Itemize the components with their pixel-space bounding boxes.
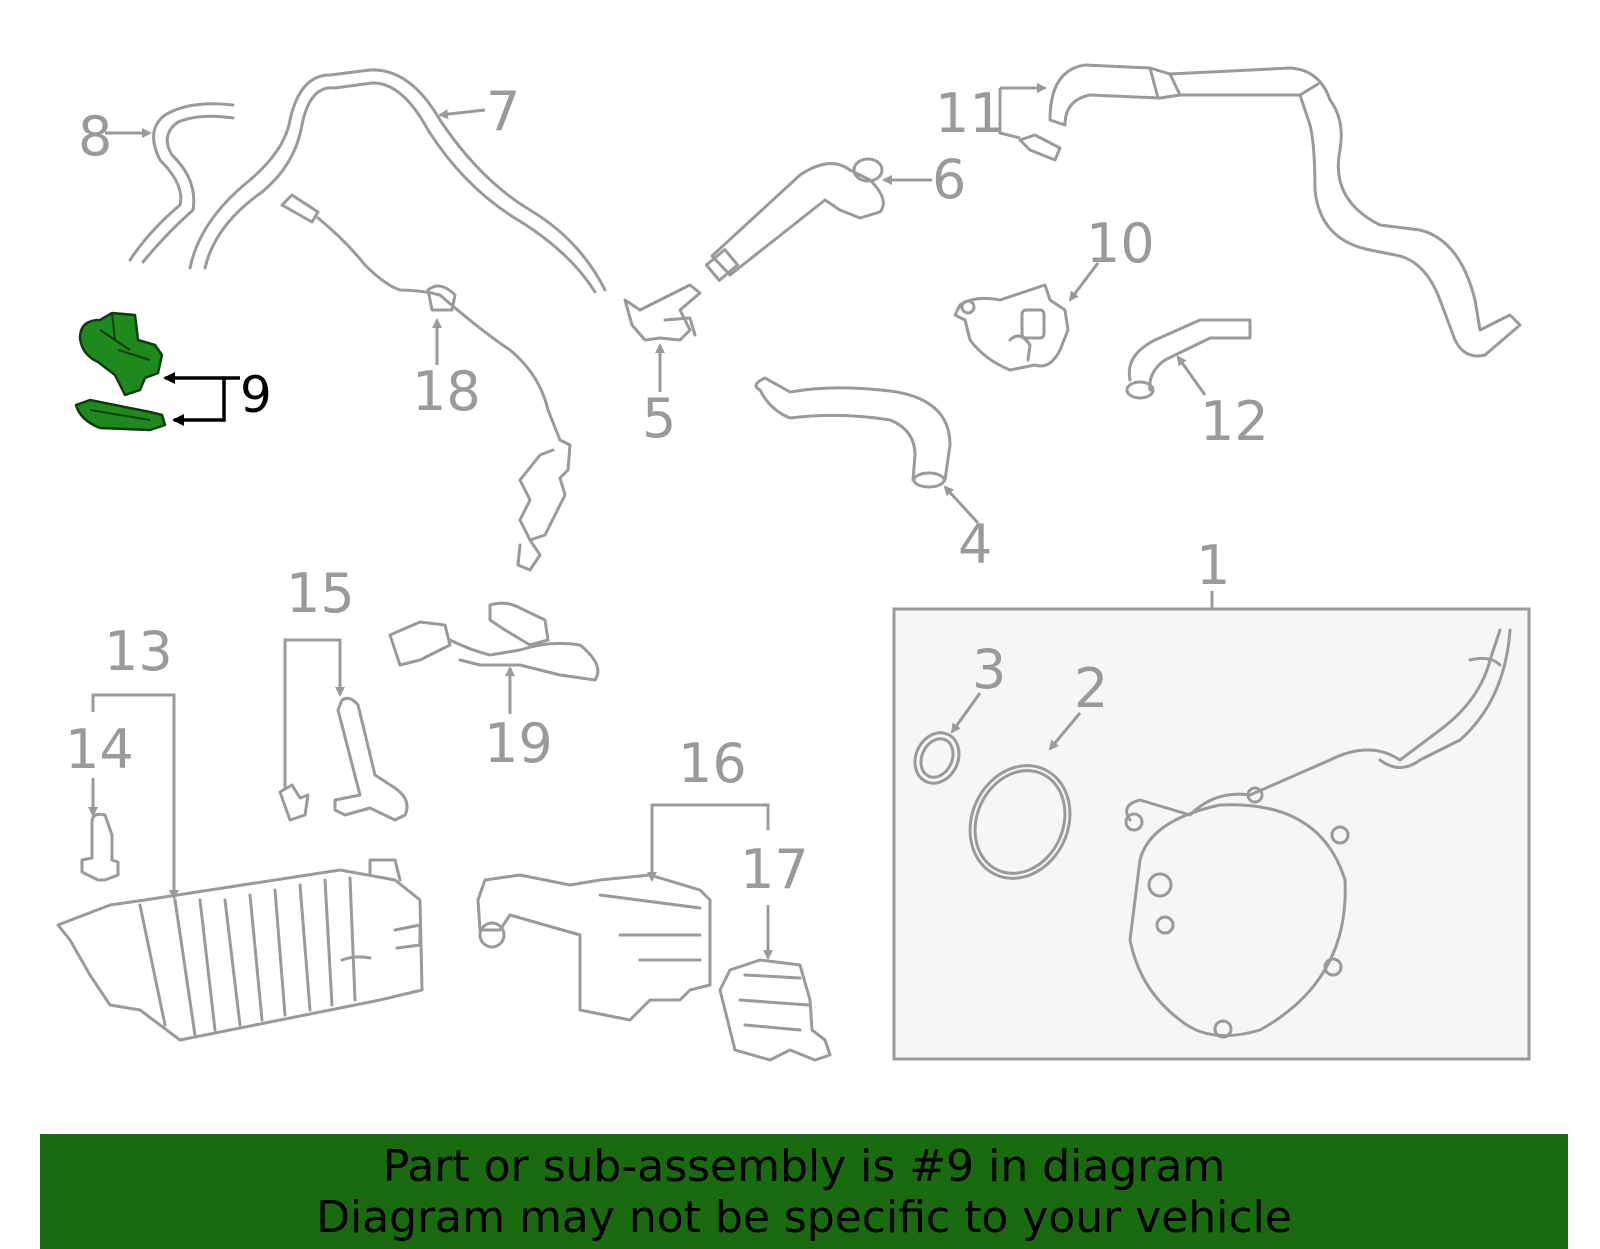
part-8-hose [105, 102, 235, 264]
callout-4: 4 [958, 513, 992, 576]
callout-19: 19 [484, 712, 553, 775]
part-18-sensor-harness [280, 193, 572, 572]
part-2-gasket [968, 764, 1072, 880]
part-5-valve [623, 283, 702, 392]
callout-5: 5 [642, 387, 676, 450]
callout-6: 6 [932, 148, 966, 211]
part-15-hose-clamp [278, 638, 409, 822]
part-1-vacuum-pump-panel [892, 591, 1531, 1061]
part-19-sensor [388, 601, 600, 714]
callout-16: 16 [678, 732, 747, 795]
info-banner: Part or sub-assembly is #9 in diagram Di… [40, 1134, 1568, 1249]
banner-line-2: Diagram may not be specific to your vehi… [316, 1191, 1292, 1243]
part-14-clip [80, 778, 120, 882]
part-12-pipe [1125, 318, 1252, 400]
banner-line-1: Part or sub-assembly is #9 in diagram [382, 1140, 1226, 1192]
callout-11: 11 [935, 82, 1004, 145]
vacuum-pump [1124, 628, 1512, 1039]
part-17-vsv [718, 905, 832, 1062]
callout-9: 9 [240, 366, 272, 424]
callout-7: 7 [486, 80, 520, 143]
part-9-valve-highlight [74, 311, 240, 432]
callout-13: 13 [104, 620, 173, 683]
callout-3: 3 [972, 638, 1006, 701]
callout-1: 1 [1196, 534, 1230, 597]
callout-14: 14 [65, 718, 134, 781]
part-16-vsv-bracket [476, 803, 770, 1022]
part-6-pipe [704, 157, 932, 282]
part-3-o-ring [913, 731, 961, 785]
callout-12: 12 [1200, 390, 1269, 453]
callout-10: 10 [1086, 212, 1155, 275]
part-10-valve [953, 262, 1100, 372]
callout-17: 17 [740, 838, 809, 901]
part-11-hose [998, 63, 1522, 358]
callout-8: 8 [78, 105, 112, 168]
callout-2: 2 [1074, 657, 1108, 720]
callout-15: 15 [286, 562, 355, 625]
part-7-hose [188, 68, 607, 294]
part-4-hose [754, 376, 980, 525]
callout-18: 18 [412, 360, 481, 423]
part-13-canister [56, 693, 424, 1042]
